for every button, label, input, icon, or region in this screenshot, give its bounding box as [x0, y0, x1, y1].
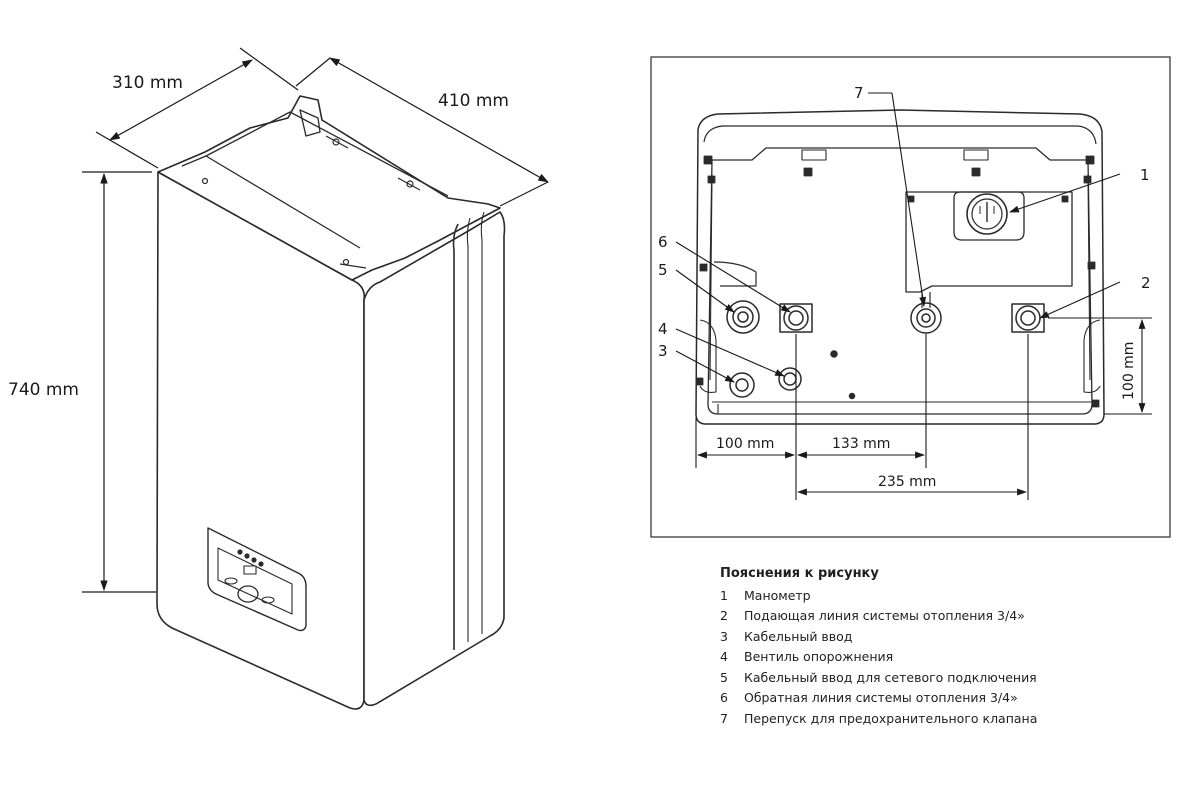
- isometric-boiler-view: [156, 95, 506, 710]
- legend-item-number: 6: [720, 690, 728, 706]
- boiler-control-panel: [207, 527, 307, 632]
- front-dimension-lines: [695, 317, 1152, 500]
- legend-item-text: Подающая линия системы отопления 3/4»: [744, 608, 1025, 624]
- dim-b-label: 133 mm: [832, 436, 890, 452]
- legend-item-number: 3: [720, 628, 728, 644]
- legend-item-text: Кабельный ввод: [744, 628, 853, 644]
- supply-line-fitting: [1011, 303, 1045, 333]
- legend-item-number: 7: [720, 710, 728, 726]
- drain-valve: [778, 367, 802, 391]
- cable-entry: [729, 372, 755, 398]
- callout-5: 5: [658, 261, 668, 279]
- legend-item-text: Манометр: [744, 587, 811, 603]
- manometer-dial: [966, 193, 1008, 235]
- return-line-fitting: [779, 303, 813, 333]
- callout-6: 6: [658, 233, 668, 251]
- legend-item: 1 Манометр: [720, 585, 1120, 606]
- pipe-connections: [726, 300, 1045, 400]
- figure-legend: Пояснения к рисунку 1 Манометр 2 Подающа…: [720, 566, 1120, 729]
- legend-item-number: 4: [720, 649, 728, 665]
- manometer-housing: [905, 191, 1073, 293]
- legend-item-number: 1: [720, 587, 728, 603]
- dim-a-label: 100 mm: [716, 436, 774, 452]
- callout-4: 4: [658, 320, 668, 338]
- cable-gland-power: [726, 300, 760, 334]
- boiler-side-panel: [363, 211, 506, 707]
- legend-item: 7 Перепуск для предохранительного клапан…: [720, 708, 1120, 729]
- callout-3: 3: [658, 342, 668, 360]
- dim-height-label: 740 mm: [8, 380, 79, 400]
- legend-item-text: Вентиль опорожнения: [744, 649, 894, 665]
- callout-leaders: [675, 92, 1121, 383]
- boiler-shell-outline: [695, 109, 1105, 425]
- callout-2: 2: [1141, 274, 1151, 292]
- legend-item: 4 Вентиль опорожнения: [720, 647, 1120, 668]
- left-dimension-lines: [82, 47, 549, 593]
- legend-item-text: Кабельный ввод для сетевого подключения: [744, 669, 1037, 685]
- boiler-edge-strip: [452, 223, 459, 650]
- legend-item-text: Перепуск для предохранительного клапана: [744, 710, 1038, 726]
- legend-item-number: 5: [720, 669, 728, 685]
- legend-item-number: 2: [720, 608, 728, 624]
- callout-7: 7: [854, 84, 864, 102]
- dim-depth-label: 310 mm: [112, 73, 183, 93]
- bottom-view-boiler: [695, 109, 1105, 425]
- legend-item: 2 Подающая линия системы отопления 3/4»: [720, 606, 1120, 627]
- legend-item-text: Обратная линия системы отопления 3/4»: [744, 690, 1018, 706]
- dim-width-label: 410 mm: [438, 91, 509, 111]
- legend-item: 6 Обратная линия системы отопления 3/4»: [720, 688, 1120, 709]
- dim-v-label: 100 mm: [1121, 342, 1137, 400]
- dim-c-label: 235 mm: [878, 474, 936, 490]
- callout-1: 1: [1140, 166, 1150, 184]
- boiler-inner-body: [707, 147, 1093, 415]
- front-view-frame: [650, 56, 1171, 538]
- legend-item: 3 Кабельный ввод: [720, 626, 1120, 647]
- legend-title: Пояснения к рисунку: [720, 566, 879, 581]
- legend-item: 5 Кабельный ввод для сетевого подключени…: [720, 667, 1120, 688]
